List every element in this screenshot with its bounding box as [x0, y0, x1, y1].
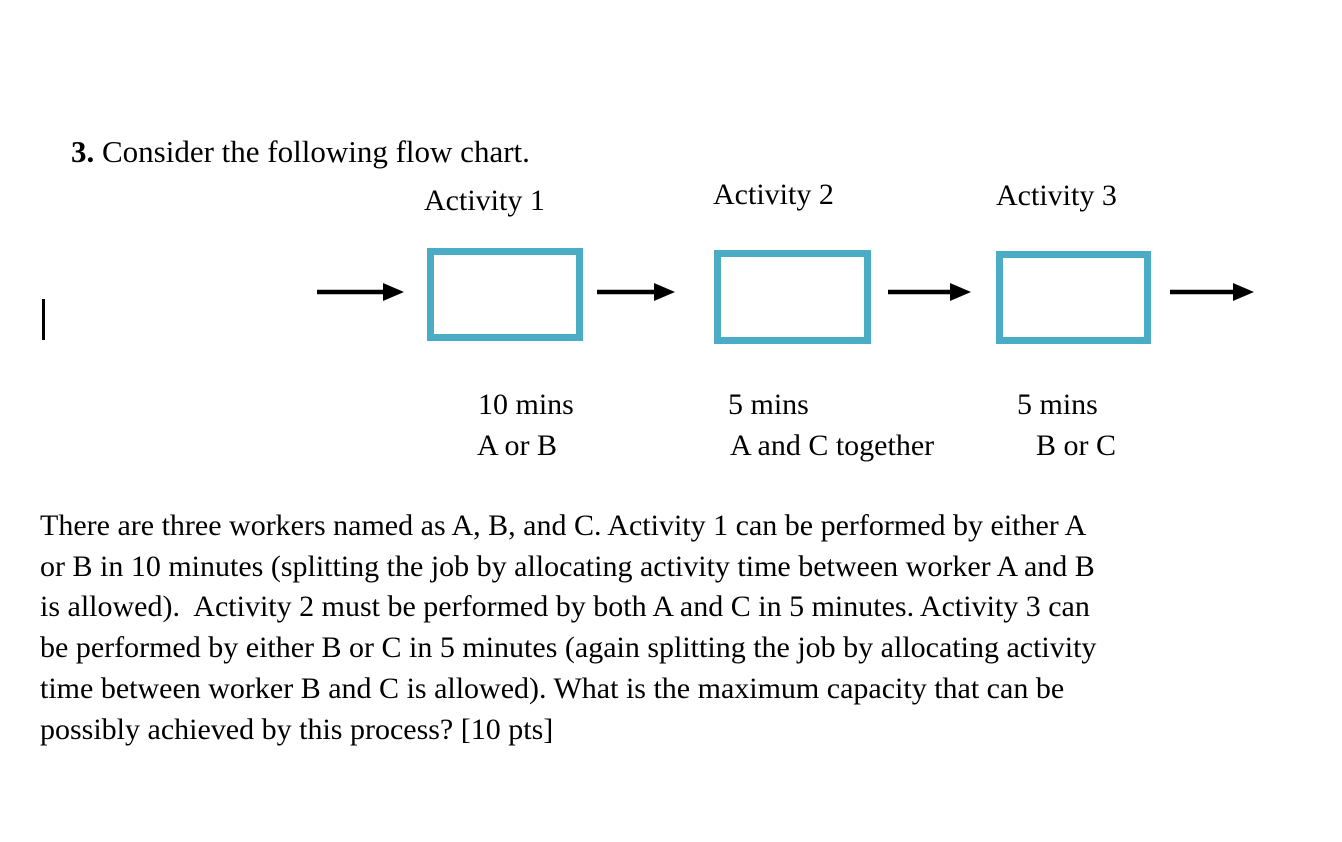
text-cursor-caret [42, 299, 45, 340]
activity-3-workers: B or C [1036, 429, 1117, 462]
activity-1-workers: A or B [477, 429, 558, 462]
activity-3-time: 5 mins [1017, 388, 1098, 421]
problem-statement-line: time between worker B and C is allowed).… [40, 671, 1065, 705]
problem-statement-line: is allowed). Activity 2 must be performe… [40, 590, 1090, 624]
activity-3-box [996, 251, 1151, 344]
activity-1-label: Activity 1 [424, 184, 545, 217]
flow-arrow-input [317, 282, 404, 302]
right-arrow-icon [317, 283, 404, 301]
problem-statement-line: There are three workers named as A, B, a… [40, 509, 1087, 542]
right-arrow-icon [597, 283, 675, 301]
activity-3-label: Activity 3 [996, 179, 1117, 212]
flow-arrow-2-to-3 [888, 282, 971, 302]
problem-statement-line: be performed by either B or C in 5 minut… [40, 631, 1097, 665]
question-number: 3. [71, 134, 95, 169]
activity-1-box [427, 248, 583, 341]
activity-2-label: Activity 2 [713, 178, 834, 211]
problem-statement: There are three workers named as A, B, a… [40, 506, 1320, 750]
question-title: 3. Consider the following flow chart. [40, 92, 530, 212]
activity-2-time: 5 mins [728, 388, 809, 421]
right-arrow-icon [888, 283, 971, 301]
question-title-text: Consider the following flow chart. [94, 134, 530, 169]
right-arrow-icon [1170, 283, 1254, 301]
activity-2-workers: A and C together [730, 429, 935, 462]
problem-statement-line: or B in 10 minutes (splitting the job by… [40, 549, 1095, 583]
activity-2-box [714, 250, 871, 344]
problem-statement-line: possibly achieved by this process? [10 p… [40, 712, 554, 746]
flow-arrow-1-to-2 [597, 282, 675, 302]
flow-arrow-output [1170, 282, 1254, 302]
activity-1-time: 10 mins [478, 388, 574, 421]
